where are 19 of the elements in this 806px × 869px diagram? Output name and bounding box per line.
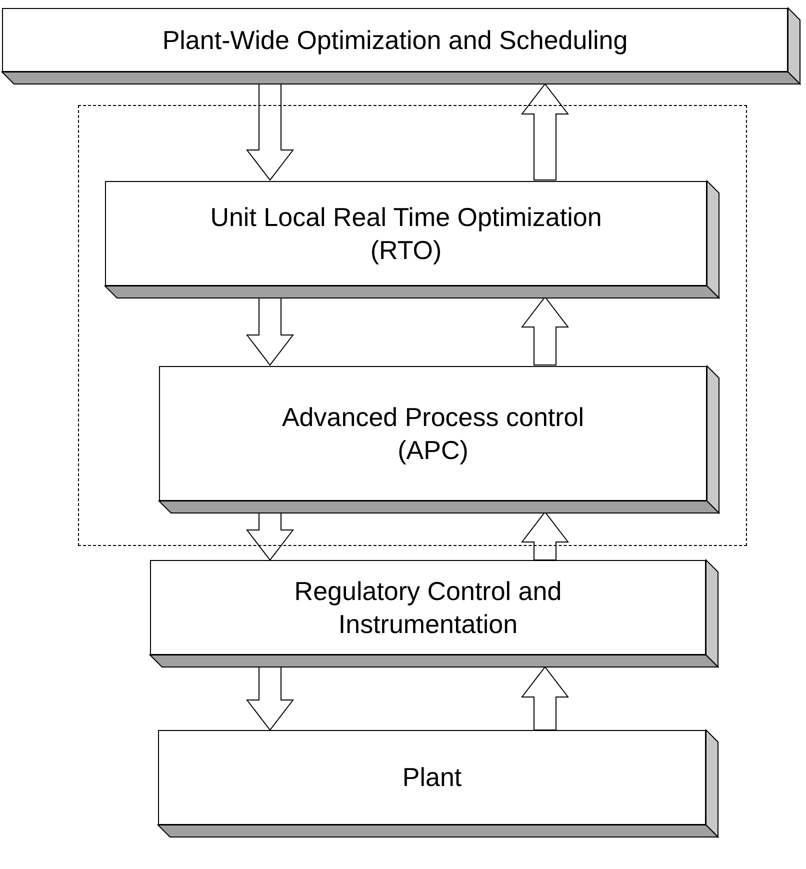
block-arrow [520, 666, 570, 730]
block-arrow [520, 511, 570, 560]
process-box [2, 8, 800, 84]
block-arrow [246, 84, 294, 181]
process-box [158, 730, 718, 837]
block-arrow [246, 296, 294, 366]
box-label: Plant-Wide Optimization and Scheduling [162, 24, 628, 56]
block-arrow [246, 666, 294, 731]
process-box [150, 560, 718, 667]
block-arrow [520, 296, 570, 366]
box-label: Unit Local Real Time Optimization (RTO) [209, 201, 603, 266]
dashed-group-box [78, 105, 747, 546]
box-label: Plant [402, 761, 462, 794]
block-arrow [246, 512, 294, 561]
box-label: Advanced Process control (APC) [280, 401, 586, 466]
process-box [159, 366, 719, 513]
block-arrow [520, 83, 570, 180]
box-label: Regulatory Control and Instrumentation [293, 575, 563, 640]
process-box [105, 181, 719, 298]
